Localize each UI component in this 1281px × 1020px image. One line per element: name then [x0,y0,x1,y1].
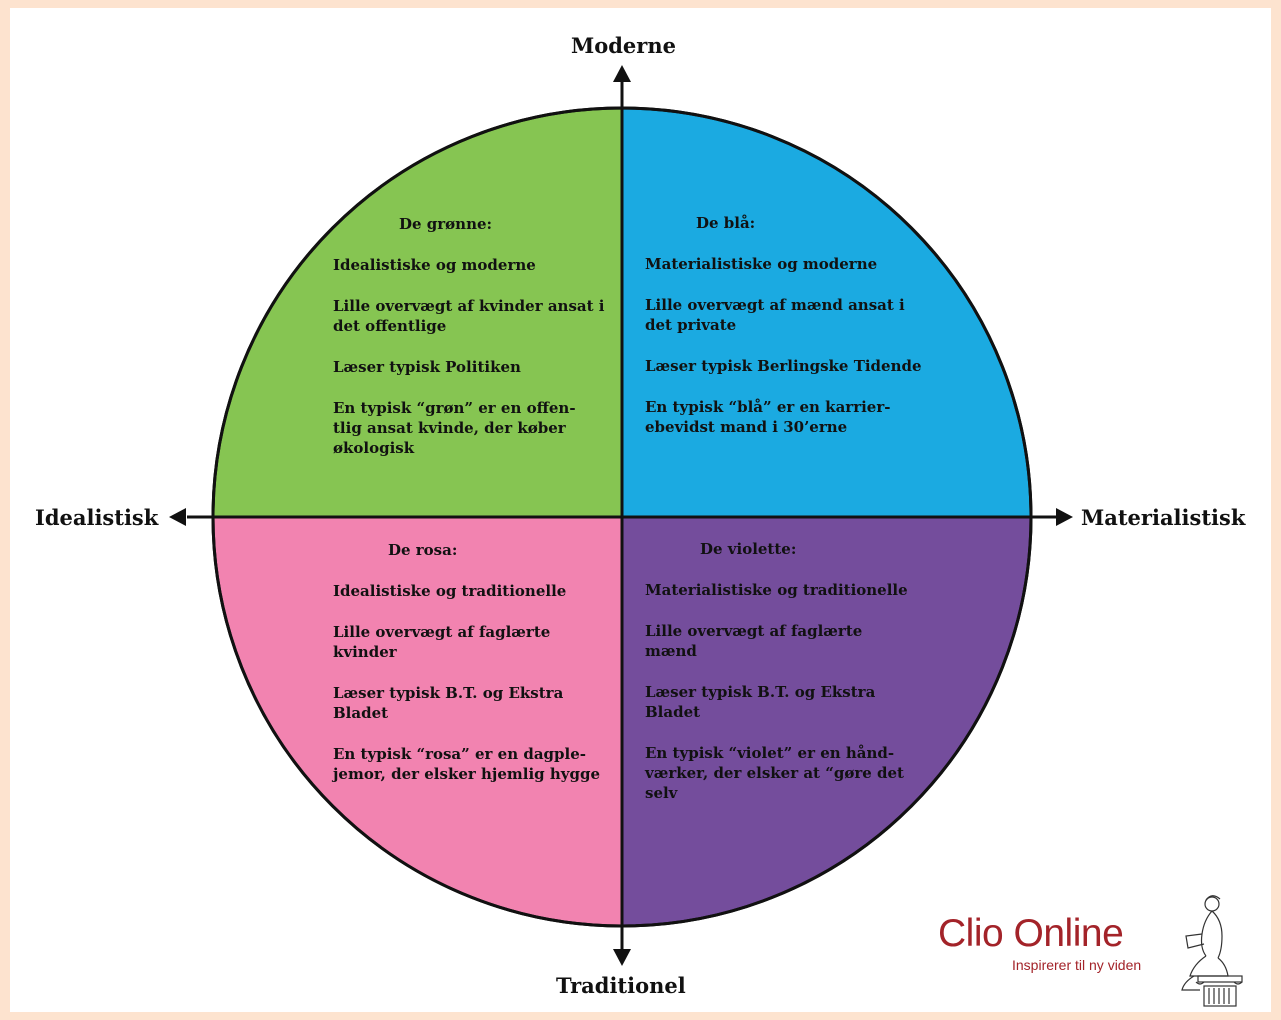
axis-label-left: Idealistisk [35,505,159,530]
quadrant-purple-line: Lille overvægt af faglærte mænd [645,622,863,660]
logo-tagline: Inspirerer til ny viden [1012,957,1142,973]
quadrant-pink-title: De rosa: [388,541,458,559]
quadrant-pink-text: De rosa: Idealistiske og traditionelle L… [333,541,613,805]
quadrant-green-line: Læser typisk Politiken [333,358,521,376]
quadrant-blue-line: En typisk “blå” er en karrier-ebevidst m… [645,398,891,436]
axis-label-bottom: Traditionel [556,973,686,998]
logo-name: Clio Online [938,912,1124,955]
quadrant-pink-line: Læser typisk B.T. og Ekstra Bladet [333,684,564,722]
quadrant-blue-line: Lille overvægt af mænd ansat i det priva… [645,296,905,334]
quadrant-purple-line: En typisk “violet” er en hånd-værker, de… [645,744,904,802]
quadrant-purple-title: De violette: [700,540,797,558]
diagram-frame: Moderne Traditionel Idealistisk Material… [10,8,1271,1012]
quadrant-purple-line: Læser typisk B.T. og Ekstra Bladet [645,683,876,721]
quadrant-green-line: Lille overvægt af kvinder ansat i det of… [333,297,605,335]
quadrant-green-text: De grønne: Idealistiske og moderne Lille… [333,215,621,479]
arrow-left-icon [169,508,186,526]
quadrant-purple-text: De violette: Materialistiske og traditio… [645,540,935,824]
quadrant-purple-line: Materialistiske og traditionelle [645,581,908,599]
axis-label-top: Moderne [571,33,676,58]
quadrant-blue-line: Materialistiske og moderne [645,255,878,273]
quadrant-blue-title: De blå: [696,214,756,232]
clio-online-logo: Clio Online Inspirerer til ny viden [938,890,1268,1010]
muse-figure-icon [1181,895,1243,1007]
axis-label-right: Materialistisk [1081,505,1246,530]
arrow-up-icon [613,65,631,82]
arrow-right-icon [1056,508,1073,526]
quadrant-blue-text: De blå: Materialistiske og moderne Lille… [645,214,945,458]
quadrant-pink-line: En typisk “rosa” er en dagple-jemor, der… [333,745,601,783]
quadrant-green-title: De grønne: [399,215,493,233]
quadrant-blue-line: Læser typisk Berlingske Tidende [645,357,922,375]
quadrant-pink-line: Lille overvægt af faglærte kvinder [333,623,551,661]
quadrant-diagram [169,65,1073,966]
quadrant-green-line: En typisk “grøn” er en offen-tlig ansat … [333,399,576,457]
quadrant-green-line: Idealistiske og moderne [333,256,536,274]
arrow-down-icon [613,949,631,966]
quadrant-pink-line: Idealistiske og traditionelle [333,582,567,600]
